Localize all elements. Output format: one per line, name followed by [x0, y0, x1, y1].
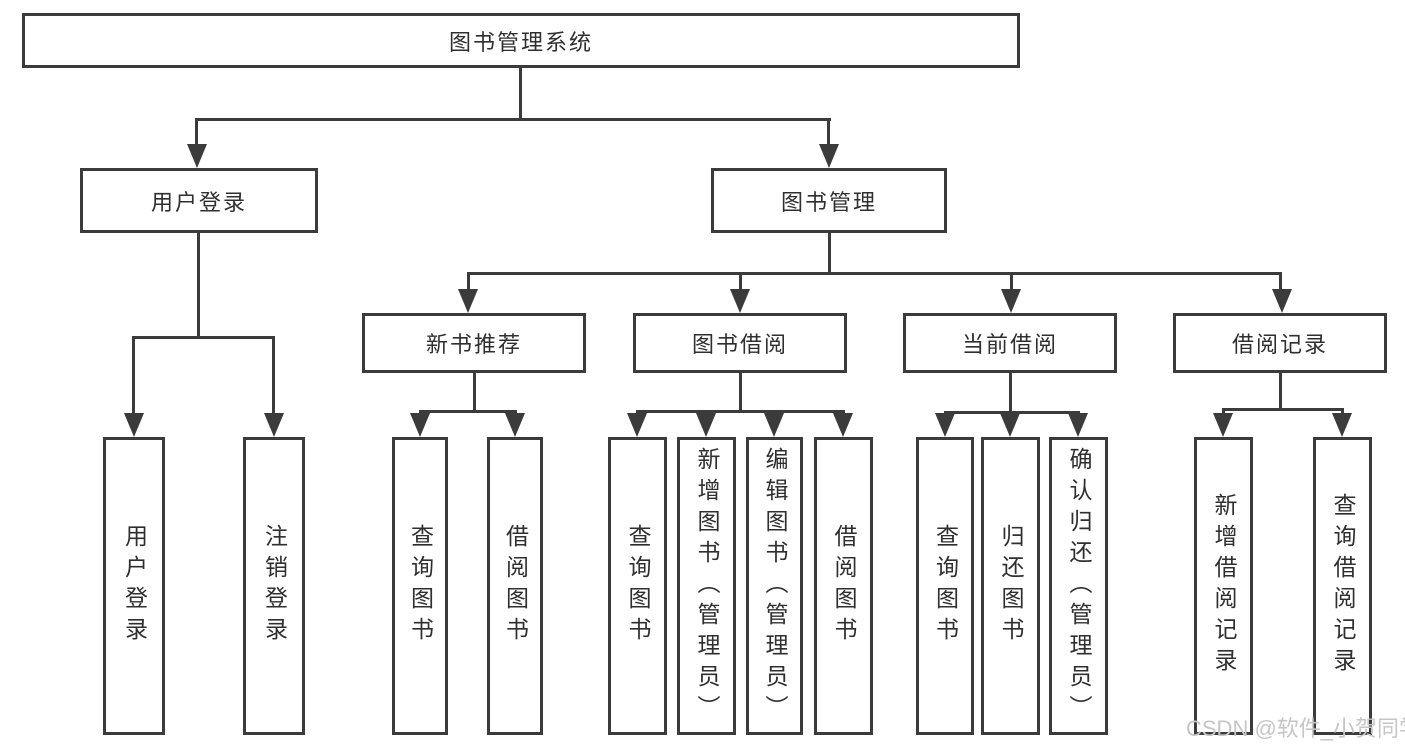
node-current-borrow: 当前借阅	[903, 313, 1117, 373]
leaf-query-borrow-record: 查询借阅记录	[1313, 437, 1372, 735]
connector-records-split	[1222, 408, 1343, 411]
arrow-down-icon	[1068, 413, 1088, 437]
leaf-query-books-borrow: 查询图书	[608, 437, 667, 735]
leaf-query-books-current: 查询图书	[916, 437, 974, 735]
connector-root-stem	[519, 68, 522, 118]
arrow-down-icon	[1332, 413, 1352, 437]
node-book-borrow: 图书借阅	[633, 313, 847, 373]
connector-newbooks-stem	[473, 373, 476, 410]
arrow-down-icon	[764, 413, 784, 437]
connector-leaf-stem	[1341, 408, 1344, 416]
connector-leaf-stem	[132, 336, 135, 415]
leaf-confirm-return-admin: 确认归还（管理员）	[1049, 437, 1108, 735]
arrow-down-icon	[819, 144, 839, 168]
connector-records-stem	[1279, 373, 1282, 408]
connector-book-mgmt-stem	[827, 118, 830, 146]
node-new-book-recommend: 新书推荐	[362, 313, 586, 373]
leaf-query-books-recommend: 查询图书	[392, 437, 448, 735]
connector-level1-split	[197, 118, 831, 121]
connector-borrow-stem	[739, 373, 742, 410]
leaf-edit-books-admin: 编辑图书（管理员）	[746, 437, 803, 735]
arrow-down-icon	[410, 413, 430, 437]
leaf-borrow-books: 借阅图书	[814, 437, 873, 735]
connector-module-stem	[1279, 272, 1282, 291]
arrow-down-icon	[124, 413, 144, 437]
connector-module-stem	[739, 272, 742, 291]
leaf-return-books: 归还图书	[981, 437, 1040, 735]
arrow-down-icon	[696, 413, 716, 437]
connector-module-stem	[1010, 272, 1013, 291]
connector-mgmt-subtree-stem	[828, 233, 831, 272]
connector-module-stem	[467, 272, 470, 291]
leaf-add-books-admin: 新增图书（管理员）	[677, 437, 736, 735]
connector-user-subtree-split	[133, 336, 275, 339]
node-book-management-branch: 图书管理	[711, 168, 947, 233]
arrow-down-icon	[187, 144, 207, 168]
arrow-down-icon	[833, 413, 853, 437]
arrow-down-icon	[627, 413, 647, 437]
node-library-management-system: 图书管理系统	[22, 13, 1020, 68]
connector-leaf-stem	[1222, 408, 1225, 416]
arrow-down-icon	[1213, 413, 1233, 437]
connector-mgmt-subtree-split	[467, 272, 1282, 275]
leaf-add-borrow-record: 新增借阅记录	[1194, 437, 1253, 735]
connector-newbooks-split	[419, 410, 516, 413]
arrow-down-icon	[935, 413, 955, 437]
watermark: CSDN @软件_小贺同学	[1186, 716, 1405, 741]
arrow-down-icon	[1001, 289, 1021, 313]
arrow-down-icon	[1000, 413, 1020, 437]
arrow-down-icon	[505, 413, 525, 437]
connector-leaf-stem	[272, 336, 275, 415]
leaf-user-login: 用户登录	[103, 437, 165, 735]
node-user-login-branch: 用户登录	[80, 168, 318, 233]
arrow-down-icon	[730, 289, 750, 313]
connector-borrow-split	[636, 410, 844, 413]
arrow-down-icon	[1272, 289, 1292, 313]
arrow-down-icon	[264, 413, 284, 437]
node-borrow-records: 借阅记录	[1173, 313, 1387, 373]
arrow-down-icon	[458, 289, 478, 313]
leaf-borrow-books-recommend: 借阅图书	[487, 437, 543, 735]
leaf-logout: 注销登录	[243, 437, 305, 735]
connector-current-stem	[1009, 373, 1012, 411]
connector-user-login-stem	[195, 118, 198, 146]
connector-user-subtree-stem	[197, 233, 200, 336]
